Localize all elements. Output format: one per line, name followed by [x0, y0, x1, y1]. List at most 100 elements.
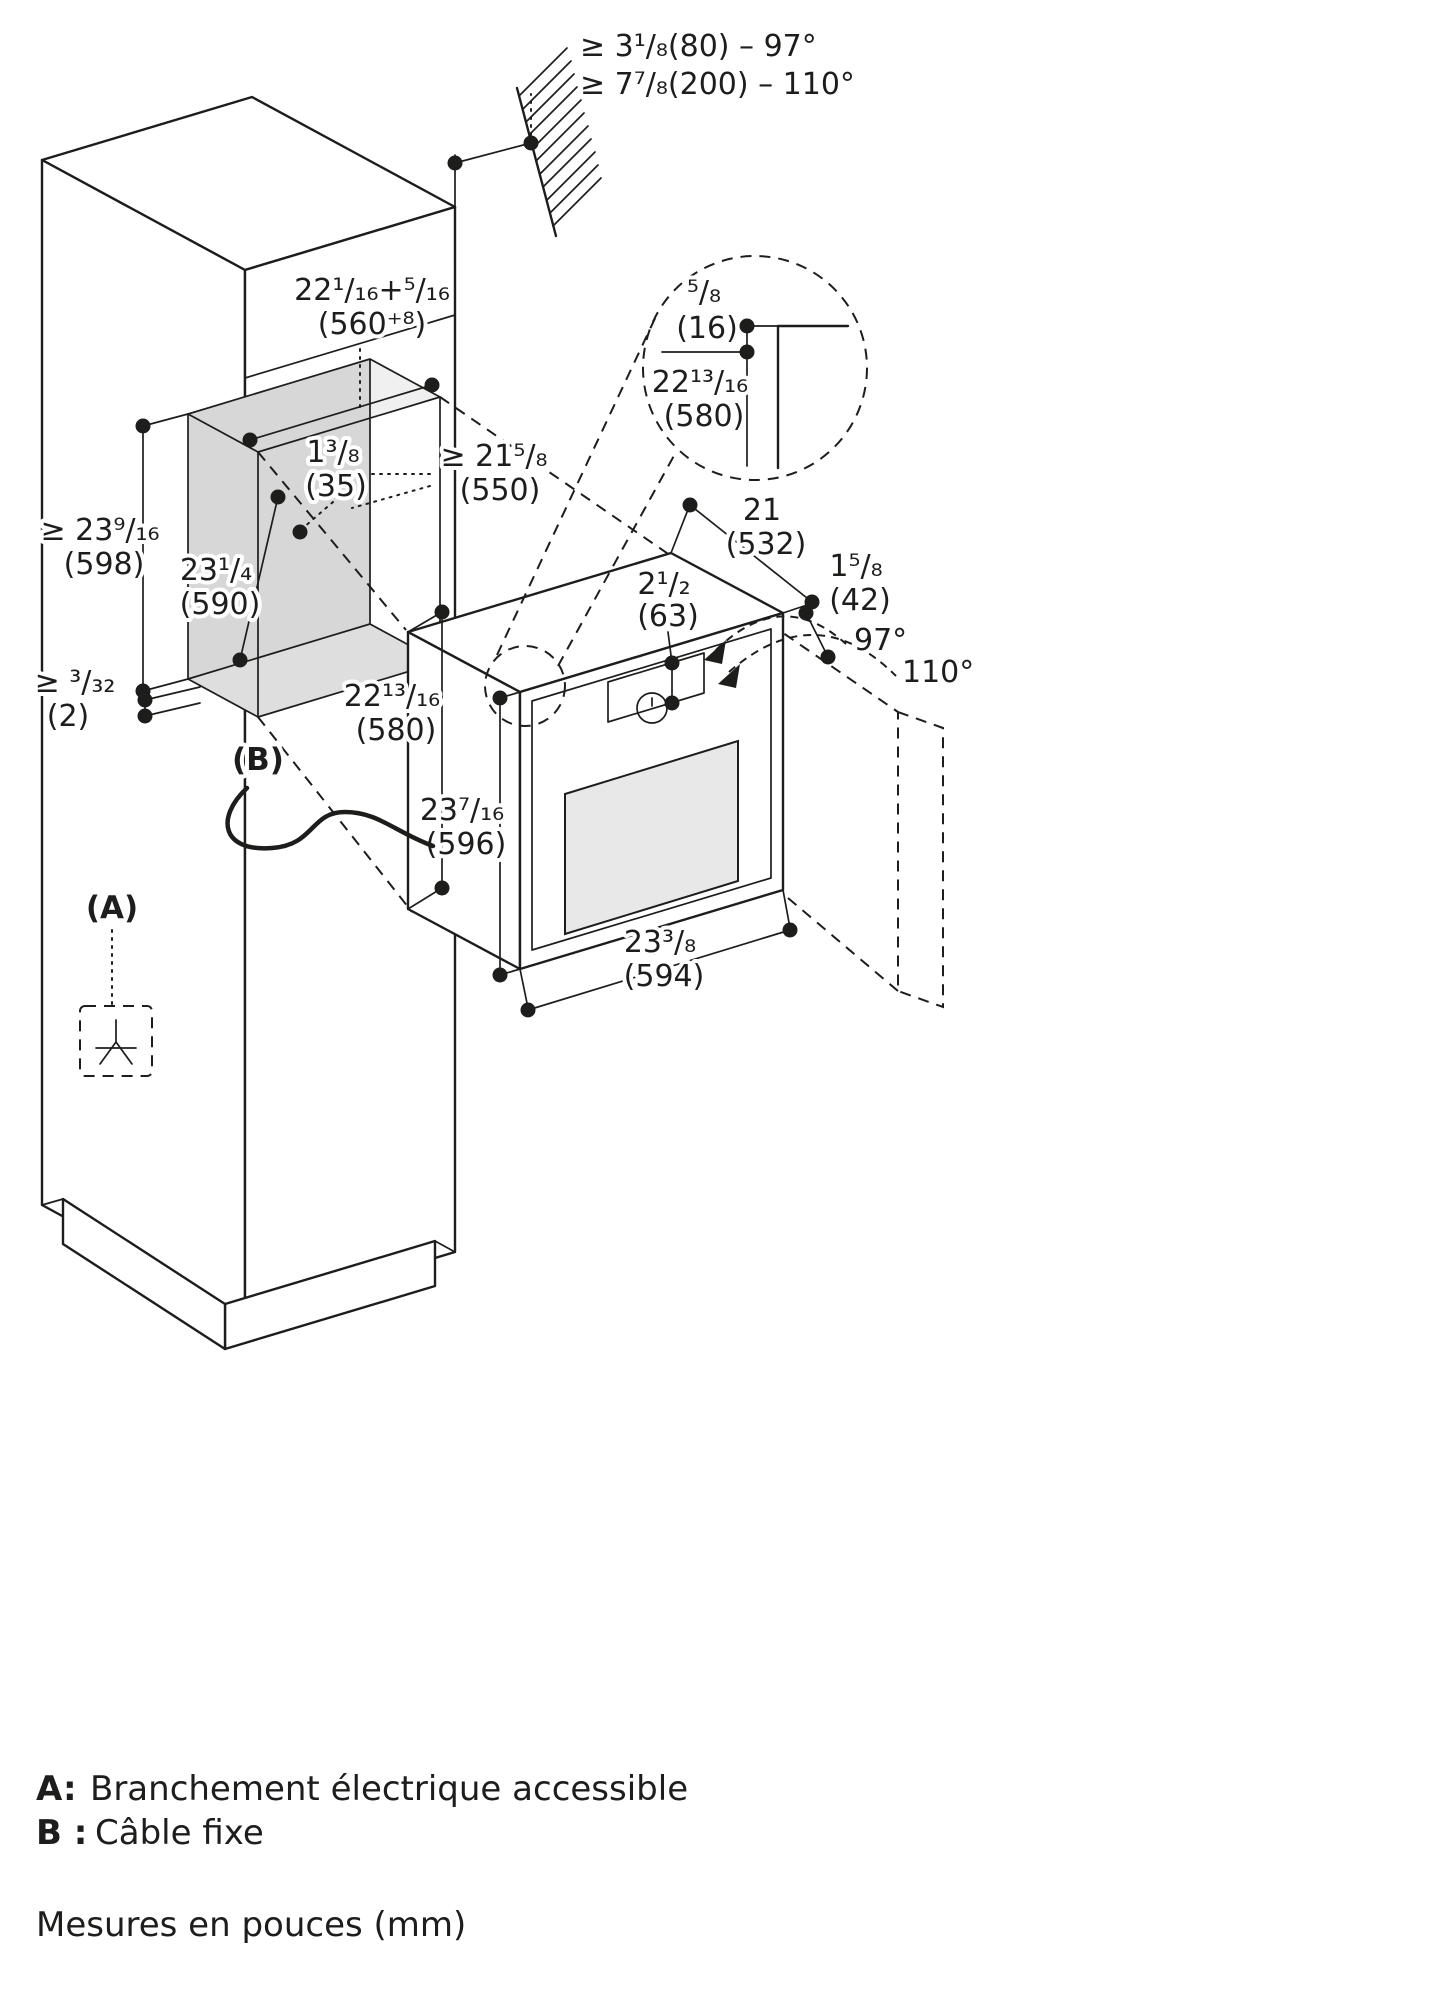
- niche-front-height-inches: ≥ 23⁹/₁₆: [40, 513, 159, 548]
- control-panel-height-mm: (63): [637, 599, 699, 634]
- door-angle-110-label: 110°: [902, 655, 974, 690]
- dim-dot: [682, 497, 698, 513]
- oven-body-height-mm: (580): [356, 713, 437, 748]
- detail-magnifier-circle: [642, 255, 868, 481]
- niche-height-inches: 23¹/₄: [180, 553, 252, 588]
- oven-door-window: [564, 739, 739, 936]
- dim-wall-clearance: ≥ 3¹/₈(80) – 97° ≥ 7⁷/₈(200) – 110°: [447, 25, 859, 208]
- cabinet-left-face: [40, 158, 247, 1317]
- dim-control-panel-height: 2¹/₂ (63): [633, 563, 703, 711]
- legend-b-text: Câble fixe: [95, 1813, 264, 1853]
- callout-b-label: (B): [232, 742, 284, 778]
- oven: [406, 551, 785, 971]
- dim-dot: [292, 524, 308, 540]
- detail-top-offset-inches: ⁵/₈: [687, 275, 721, 310]
- bottom-gap-inches: ≥ ³/₃₂: [35, 665, 116, 700]
- dim-dot: [135, 418, 151, 434]
- detail-view: ⁵/₈ (16) 22¹³/₁₆ (580): [484, 255, 868, 727]
- detail-opening-height-mm: (580): [664, 399, 745, 434]
- door-swing-arrow-97-icon: [704, 640, 726, 664]
- oven-depth-inches: 21: [743, 493, 781, 528]
- projection-line-top-left: [257, 451, 407, 631]
- niche-depth-inches: ≥ 21⁵/₈: [440, 439, 547, 474]
- detail-dim-lines: [661, 325, 779, 467]
- top-inset-inches: 1³/₈: [306, 435, 359, 470]
- bottom-gap-mm: (2): [47, 699, 90, 734]
- detail-opening-height-inches: 22¹³/₁₆: [652, 365, 748, 400]
- door-arc-97: [715, 615, 847, 651]
- dim-line: [249, 384, 433, 441]
- dim-line: [239, 496, 279, 661]
- dim-dot: [739, 344, 755, 360]
- dim-niche-depth: ≥ 21⁵/₈ (550): [351, 435, 552, 512]
- wall-clearance-line1: ≥ 3¹/₈(80) – 97°: [580, 29, 817, 64]
- oven-depth-mm: (532): [726, 527, 807, 562]
- dim-dot: [270, 489, 286, 505]
- dim-niche-width: 22¹/₁₆+⁵/₁₆ (560⁺⁸): [242, 269, 454, 448]
- legend-b-key: B :: [36, 1813, 87, 1853]
- niche-bottom-surface: [188, 624, 440, 717]
- dim-line: [519, 889, 791, 1011]
- open-door-outline: [897, 710, 944, 1009]
- top-inset-mm: (35): [305, 469, 367, 504]
- cabinet-upper-divider: [244, 314, 456, 379]
- dim-dot: [447, 155, 463, 171]
- dim-dot: [424, 377, 440, 393]
- niche-back-wall: [188, 359, 370, 679]
- dim-dot: [232, 652, 248, 668]
- dim-front-thickness: 1⁵/₈ (42): [798, 545, 895, 665]
- legend: A: Branchement électrique accessible B :…: [36, 1769, 688, 1853]
- dim-dot: [434, 604, 450, 620]
- dim-bottom-gap: ≥ ³/₃₂ (2): [31, 661, 201, 738]
- door-angle-97-label: 97°: [854, 623, 907, 658]
- dim-top-inset: 1³/₈ (35): [292, 431, 371, 540]
- dim-dot: [242, 432, 258, 448]
- detail-top-offset-mm: (16): [676, 311, 738, 346]
- plinth-left: [61, 1197, 227, 1351]
- dim-dot: [523, 135, 539, 151]
- niche-front-height-mm: (598): [64, 547, 145, 582]
- oven-total-height-inches: 23⁷/₁₆: [420, 793, 504, 828]
- wall-clearance-line2: ≥ 7⁷/₈(200) – 110°: [580, 67, 855, 102]
- legend-a-key: A:: [36, 1769, 77, 1809]
- callouts: (B) (A): [79, 738, 436, 1077]
- dim-oven-total-height: 23⁷/₁₆ (596): [416, 690, 521, 983]
- units-note: Mesures en pouces (mm): [36, 1905, 466, 1945]
- dim-dot: [434, 880, 450, 896]
- door-swing: 97° 110°: [704, 615, 978, 1009]
- wall-section: [515, 47, 602, 238]
- oven-body-height-inches: 22¹³/₁₆: [344, 679, 440, 714]
- dim-niche-height: 23¹/₄ (590): [176, 489, 286, 668]
- dim-oven-body-height: 22¹³/₁₆ (580): [340, 604, 450, 910]
- dim-dot: [137, 692, 153, 708]
- niche-width-mm: (560⁺⁸): [318, 307, 427, 342]
- wall-face-line: [515, 86, 558, 238]
- dim-niche-front-height: ≥ 23⁹/₁₆ (598): [36, 413, 189, 699]
- dim-dot: [664, 655, 680, 671]
- dim-line: [142, 413, 189, 692]
- detail-source-circle: [484, 645, 566, 727]
- oven-width-mm: (594): [624, 959, 705, 994]
- detail-connector-lines: [496, 311, 677, 667]
- dim-leader: [351, 473, 431, 509]
- front-thickness-mm: (42): [829, 583, 891, 618]
- niche-height-mm: (590): [180, 587, 261, 622]
- dim-dot: [782, 922, 798, 938]
- oven-niche: [187, 358, 441, 718]
- door-swing-arrow-110-icon: [718, 664, 740, 688]
- wall-hatching: [518, 47, 602, 227]
- dim-leader: [302, 501, 334, 529]
- oven-total-height-mm: (596): [426, 827, 507, 862]
- niche-width-inches: 22¹/₁₆+⁵/₁₆: [294, 273, 450, 308]
- callout-a-label: (A): [86, 890, 138, 926]
- dim-dot: [492, 967, 508, 983]
- dim-dot: [798, 605, 814, 621]
- oven-width-inches: 23³/₈: [624, 925, 696, 960]
- dim-dot: [137, 708, 153, 724]
- dim-line: [805, 612, 829, 658]
- front-thickness-inches: 1⁵/₈: [829, 549, 882, 584]
- dim-dot: [804, 594, 820, 610]
- fixed-cable-icon: [225, 785, 436, 851]
